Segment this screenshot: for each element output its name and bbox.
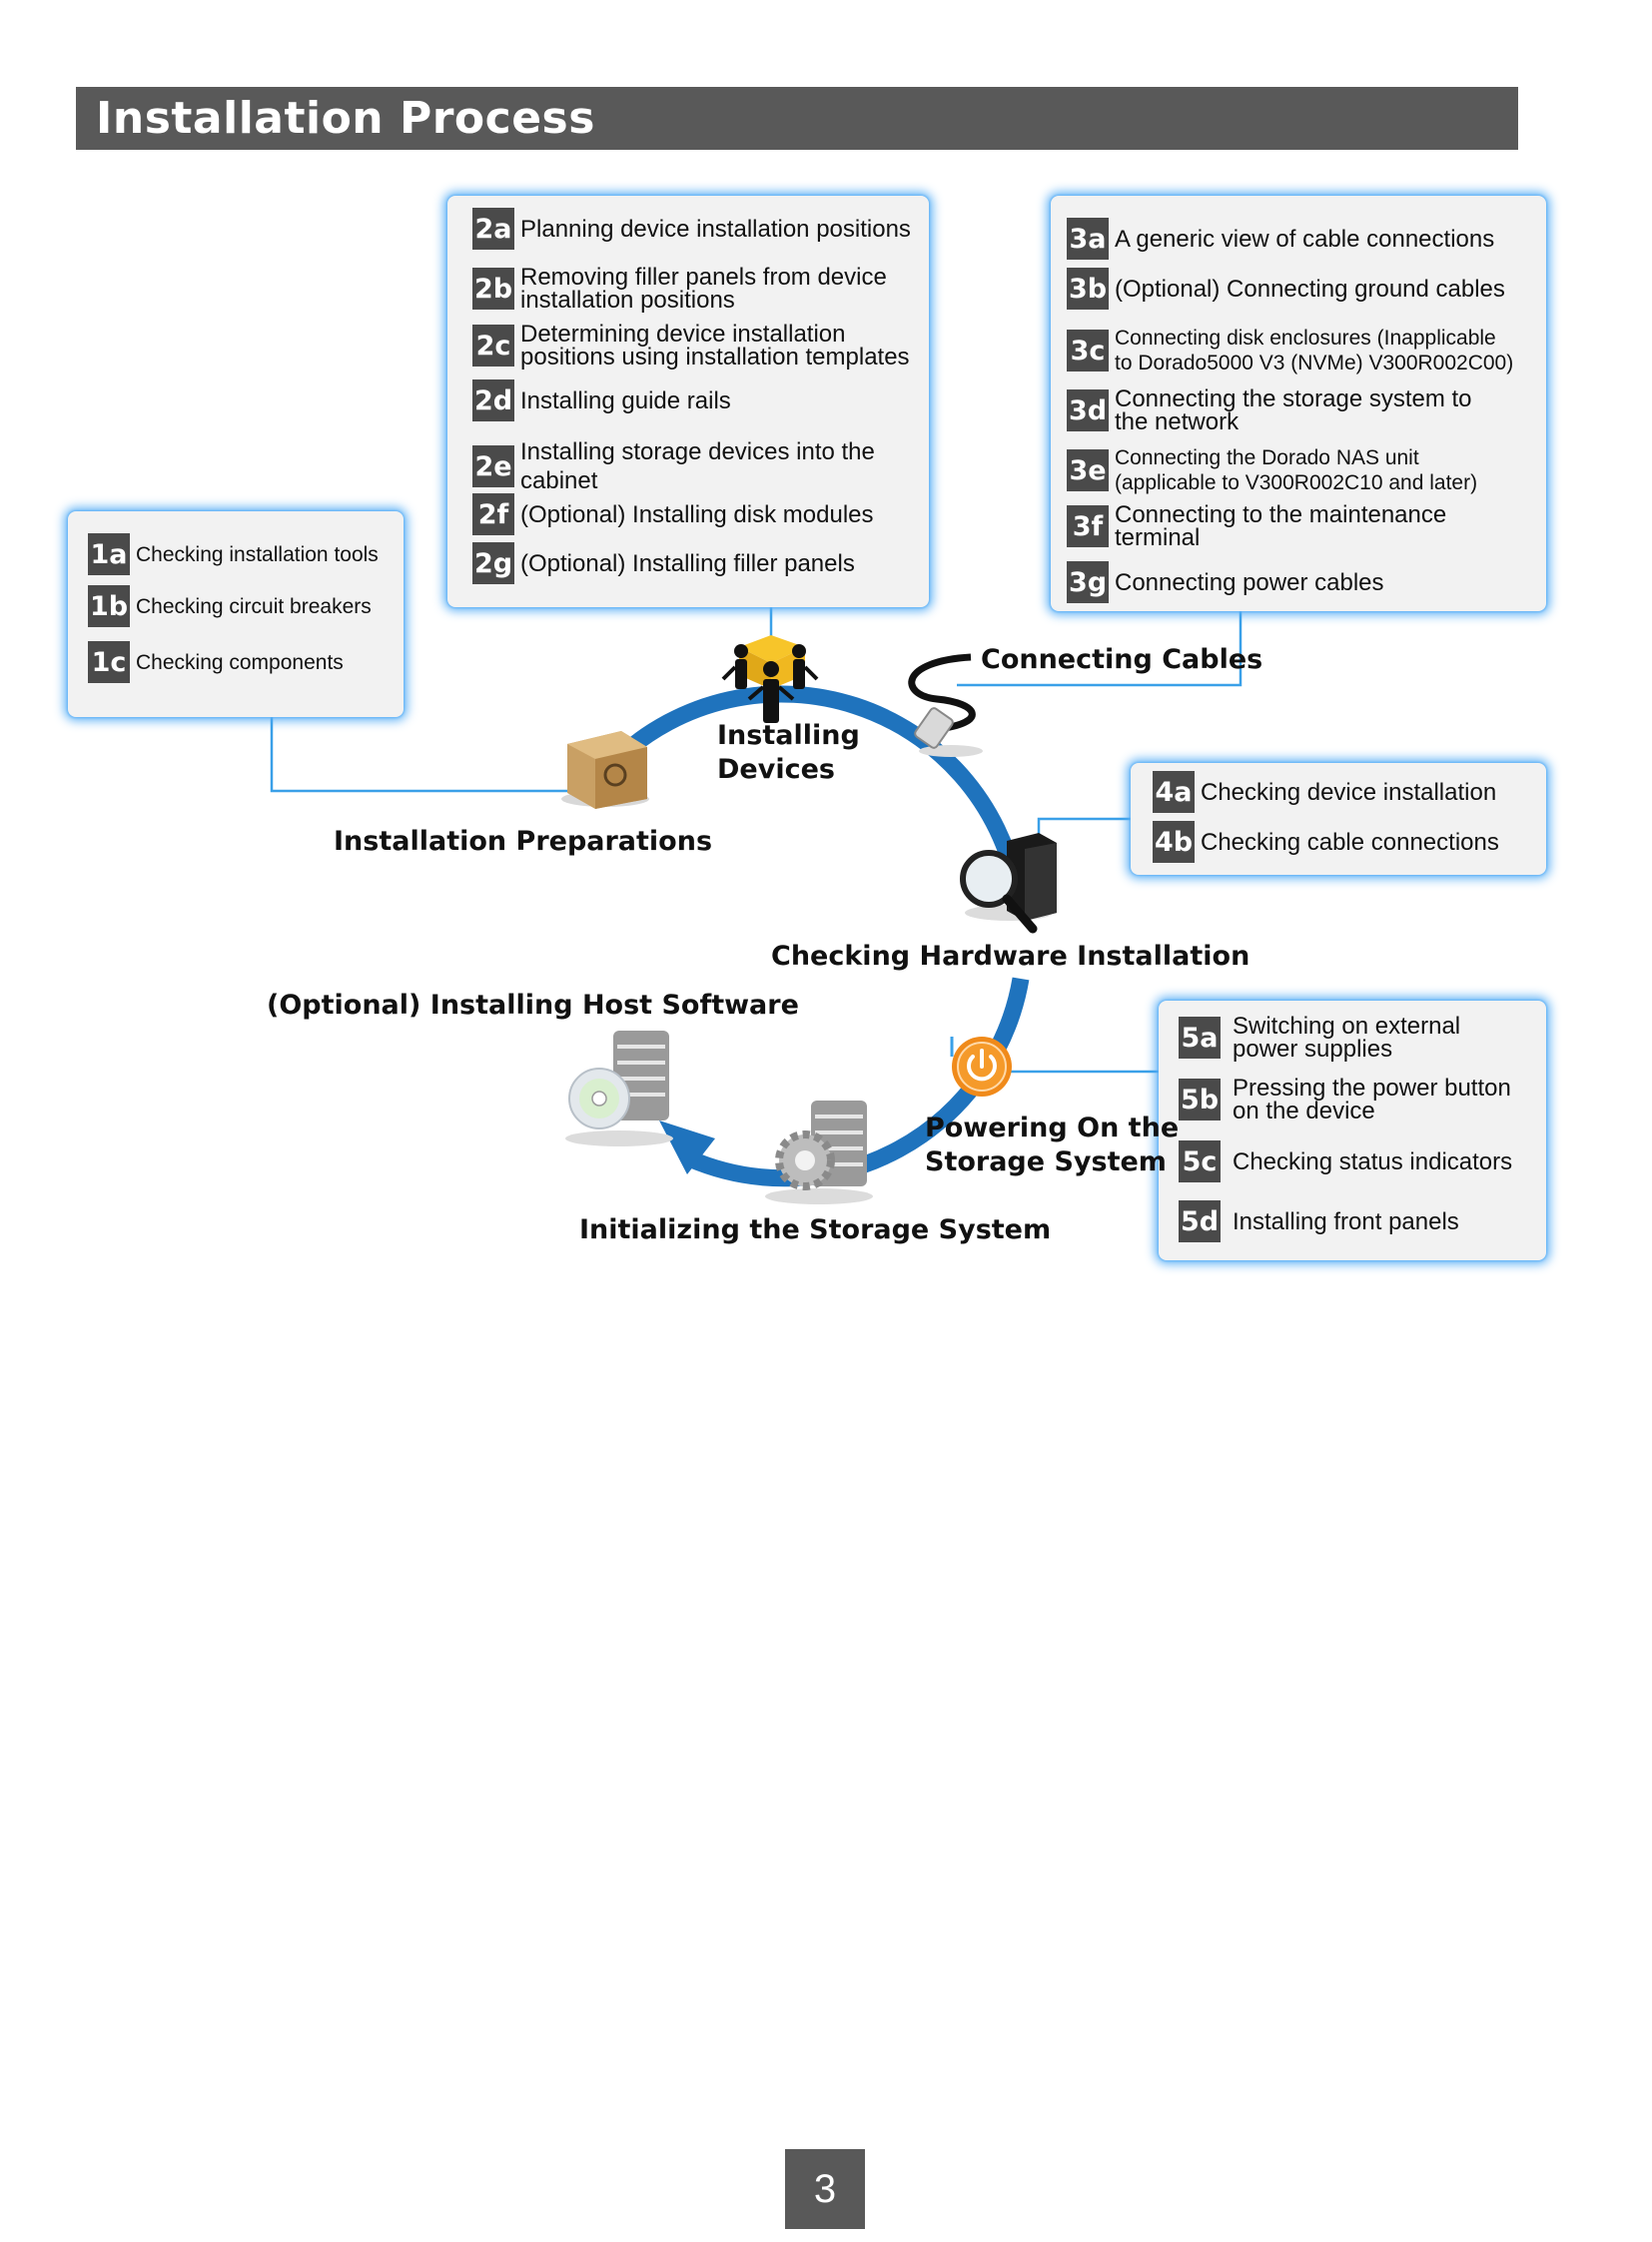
page-number: 3 (785, 2149, 865, 2229)
step-label: Connecting power cables (1115, 568, 1384, 596)
page-title: Installation Process (96, 93, 595, 144)
step-label: (Optional) Installing filler panels (520, 549, 855, 577)
step-badge: 5d (1179, 1200, 1221, 1242)
power-icon (952, 1037, 1012, 1097)
step-1a: 1a Checking installation tools (88, 533, 379, 575)
step-badge: 3a (1067, 218, 1109, 260)
step-4a: 4a Checking device installation (1153, 771, 1496, 813)
step-badge: 5b (1179, 1079, 1221, 1121)
step-label: Connecting disk enclosures (Inapplicable… (1115, 327, 1514, 374)
step-3g: 3g Connecting power cables (1067, 561, 1384, 603)
step-1c: 1c Checking components (88, 641, 344, 683)
panel-checking-hardware: 4a Checking device installation 4b Check… (1131, 763, 1546, 875)
step-label: (Optional) Installing disk modules (520, 500, 874, 528)
step-3b: 3b (Optional) Connecting ground cables (1067, 268, 1505, 310)
ring-arc-lower (685, 977, 1030, 1187)
step-badge: 1c (88, 641, 130, 683)
stage-initializing: Initializing the Storage System (579, 1214, 1052, 1245)
step-badge: 1b (88, 585, 130, 627)
step-badge: 2c (472, 325, 514, 367)
panel-connecting-cables: 3a A generic view of cable connections 3… (1051, 196, 1546, 611)
step-2g: 2g (Optional) Installing filler panels (472, 542, 855, 584)
magnifier-icon (960, 833, 1057, 934)
step-5d: 5d Installing front panels (1179, 1200, 1459, 1242)
step-4b: 4b Checking cable connections (1153, 821, 1499, 863)
step-3a: 3a A generic view of cable connections (1067, 218, 1494, 260)
stage-installation-preparations: Installation Preparations (334, 826, 713, 857)
step-badge: 4a (1153, 771, 1195, 813)
box-icon (561, 731, 649, 809)
stage-host-software: (Optional) Installing Host Software (267, 990, 799, 1021)
step-label: Checking device installation (1201, 778, 1497, 806)
step-2a: 2a Planning device installation position… (472, 208, 911, 250)
step-label: Checking status indicators (1233, 1147, 1513, 1175)
step-label: A generic view of cable connections (1115, 225, 1495, 253)
step-3e: 3e Connecting the Dorado NAS unit(applic… (1067, 445, 1477, 495)
panel-installation-preparations: 1a Checking installation tools 1b Checki… (68, 511, 404, 717)
step-badge: 5a (1179, 1017, 1221, 1059)
step-badge: 3e (1067, 449, 1109, 491)
step-badge: 3f (1067, 505, 1109, 547)
stage-installing-devices: Installing Devices (717, 720, 860, 785)
step-label: Planning device installation positions (520, 215, 911, 243)
step-badge: 1a (88, 533, 130, 575)
step-label: Checking cable connections (1201, 828, 1499, 856)
step-badge: 2g (472, 542, 514, 584)
process-ring (611, 685, 1030, 1187)
step-badge: 2b (472, 268, 514, 310)
step-3c: 3c Connecting disk enclosures (Inapplica… (1067, 326, 1513, 375)
stage-powering-on: Powering On the Storage System (925, 1113, 1180, 1177)
step-label: Checking components (136, 650, 344, 674)
step-badge: 3c (1067, 330, 1109, 372)
step-2d: 2d Installing guide rails (472, 379, 731, 421)
step-badge: 4b (1153, 821, 1195, 863)
connector-panel3 (957, 611, 1242, 687)
step-label: Connecting the Dorado NAS unit(applicabl… (1115, 446, 1478, 494)
step-label: Checking circuit breakers (136, 594, 372, 618)
step-1b: 1b Checking circuit breakers (88, 585, 372, 627)
section-header: Installation Process (76, 87, 1518, 150)
workers-icon (721, 635, 819, 723)
step-label: (Optional) Connecting ground cables (1115, 275, 1505, 303)
ring-arrowhead (659, 1121, 715, 1174)
panel-installing-devices: 2a Planning device installation position… (447, 196, 929, 607)
step-5c: 5c Checking status indicators (1179, 1140, 1512, 1182)
step-badge: 2d (472, 379, 514, 421)
cable-icon (908, 653, 983, 757)
step-label: Installing front panels (1233, 1207, 1459, 1235)
step-label: Checking installation tools (136, 542, 379, 566)
step-badge: 2e (472, 445, 514, 487)
stage-checking-hardware: Checking Hardware Installation (771, 941, 1250, 972)
step-badge: 2f (472, 493, 514, 535)
ring-arc-upper (611, 685, 1026, 891)
step-badge: 3g (1067, 561, 1109, 603)
step-2f: 2f (Optional) Installing disk modules (472, 493, 874, 535)
step-badge: 3d (1067, 389, 1109, 431)
step-label: Installing guide rails (520, 386, 731, 414)
stage-connecting-cables: Connecting Cables (981, 644, 1263, 675)
step-badge: 5c (1179, 1140, 1221, 1182)
step-badge: 3b (1067, 268, 1109, 310)
connector-panel1 (270, 717, 574, 793)
gear-server-icon (765, 1101, 873, 1204)
step-badge: 2a (472, 208, 514, 250)
cd-server-icon (565, 1031, 673, 1146)
